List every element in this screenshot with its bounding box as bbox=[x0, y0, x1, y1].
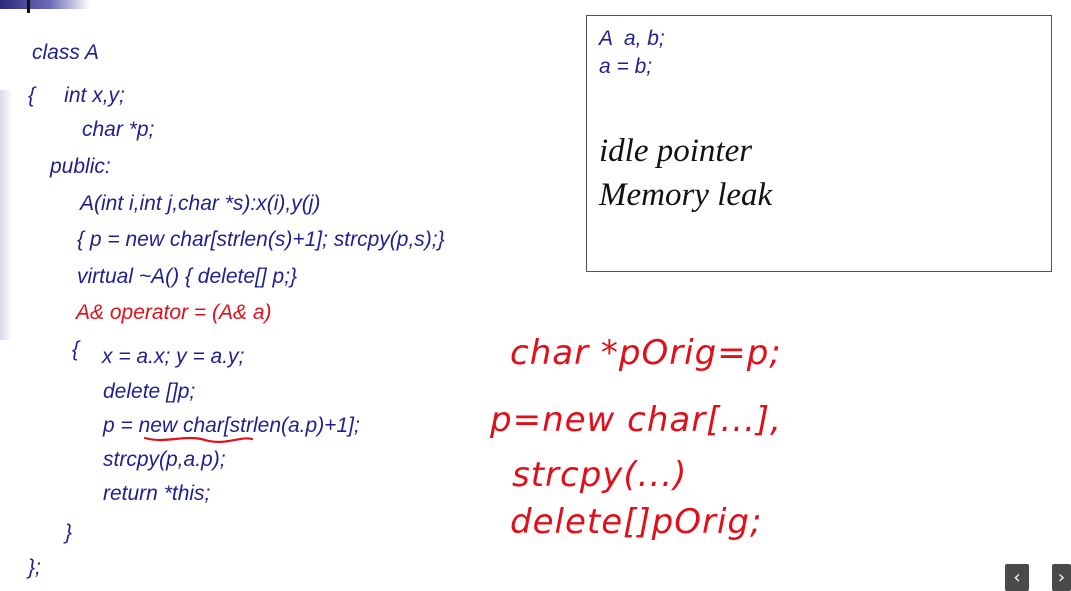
code-line: char *p; bbox=[82, 118, 155, 141]
code-line: p = new char[strlen(a.p)+1]; bbox=[103, 414, 360, 437]
code-line: A(int i,int j,char *s):x(i),y(j) bbox=[80, 192, 321, 215]
code-line-operator: A& operator = (A& a) bbox=[76, 301, 272, 324]
code-line: public: bbox=[50, 155, 111, 178]
code-line: virtual ~A() { delete[] p;} bbox=[77, 265, 298, 288]
left-edge-shade bbox=[0, 90, 12, 340]
box-note-idle-pointer: idle pointer bbox=[599, 133, 753, 169]
handwritten-line: strcpy(...) bbox=[512, 455, 688, 495]
next-slide-button[interactable]: › bbox=[1052, 564, 1071, 591]
code-line: }; bbox=[28, 556, 41, 579]
prev-slide-button[interactable]: ‹ bbox=[1005, 564, 1029, 591]
code-line: { bbox=[72, 338, 80, 361]
box-note-memory-leak: Memory leak bbox=[599, 177, 773, 213]
handwritten-line: delete[]pOrig; bbox=[510, 502, 763, 542]
code-line: x = a.x; y = a.y; bbox=[102, 345, 245, 368]
box-code-line: A a, b; bbox=[599, 27, 665, 50]
handwritten-line: char *pOrig=p; bbox=[510, 333, 782, 373]
handwritten-line: p=new char[...], bbox=[490, 400, 782, 440]
corner-accent bbox=[0, 0, 90, 9]
corner-tick bbox=[27, 0, 30, 13]
code-line: class A bbox=[32, 41, 99, 64]
code-line: delete []p; bbox=[103, 380, 196, 403]
handwritten-underline bbox=[143, 436, 254, 444]
box-code-line: a = b; bbox=[599, 55, 653, 78]
code-line: } bbox=[65, 521, 73, 544]
info-box: A a, b; a = b; idle pointer Memory leak bbox=[586, 15, 1052, 272]
code-line: strcpy(p,a.p); bbox=[103, 448, 226, 471]
code-line: { p = new char[strlen(s)+1]; strcpy(p,s)… bbox=[77, 228, 445, 251]
code-line: { int x,y; bbox=[28, 84, 125, 107]
code-line: return *this; bbox=[103, 482, 211, 505]
